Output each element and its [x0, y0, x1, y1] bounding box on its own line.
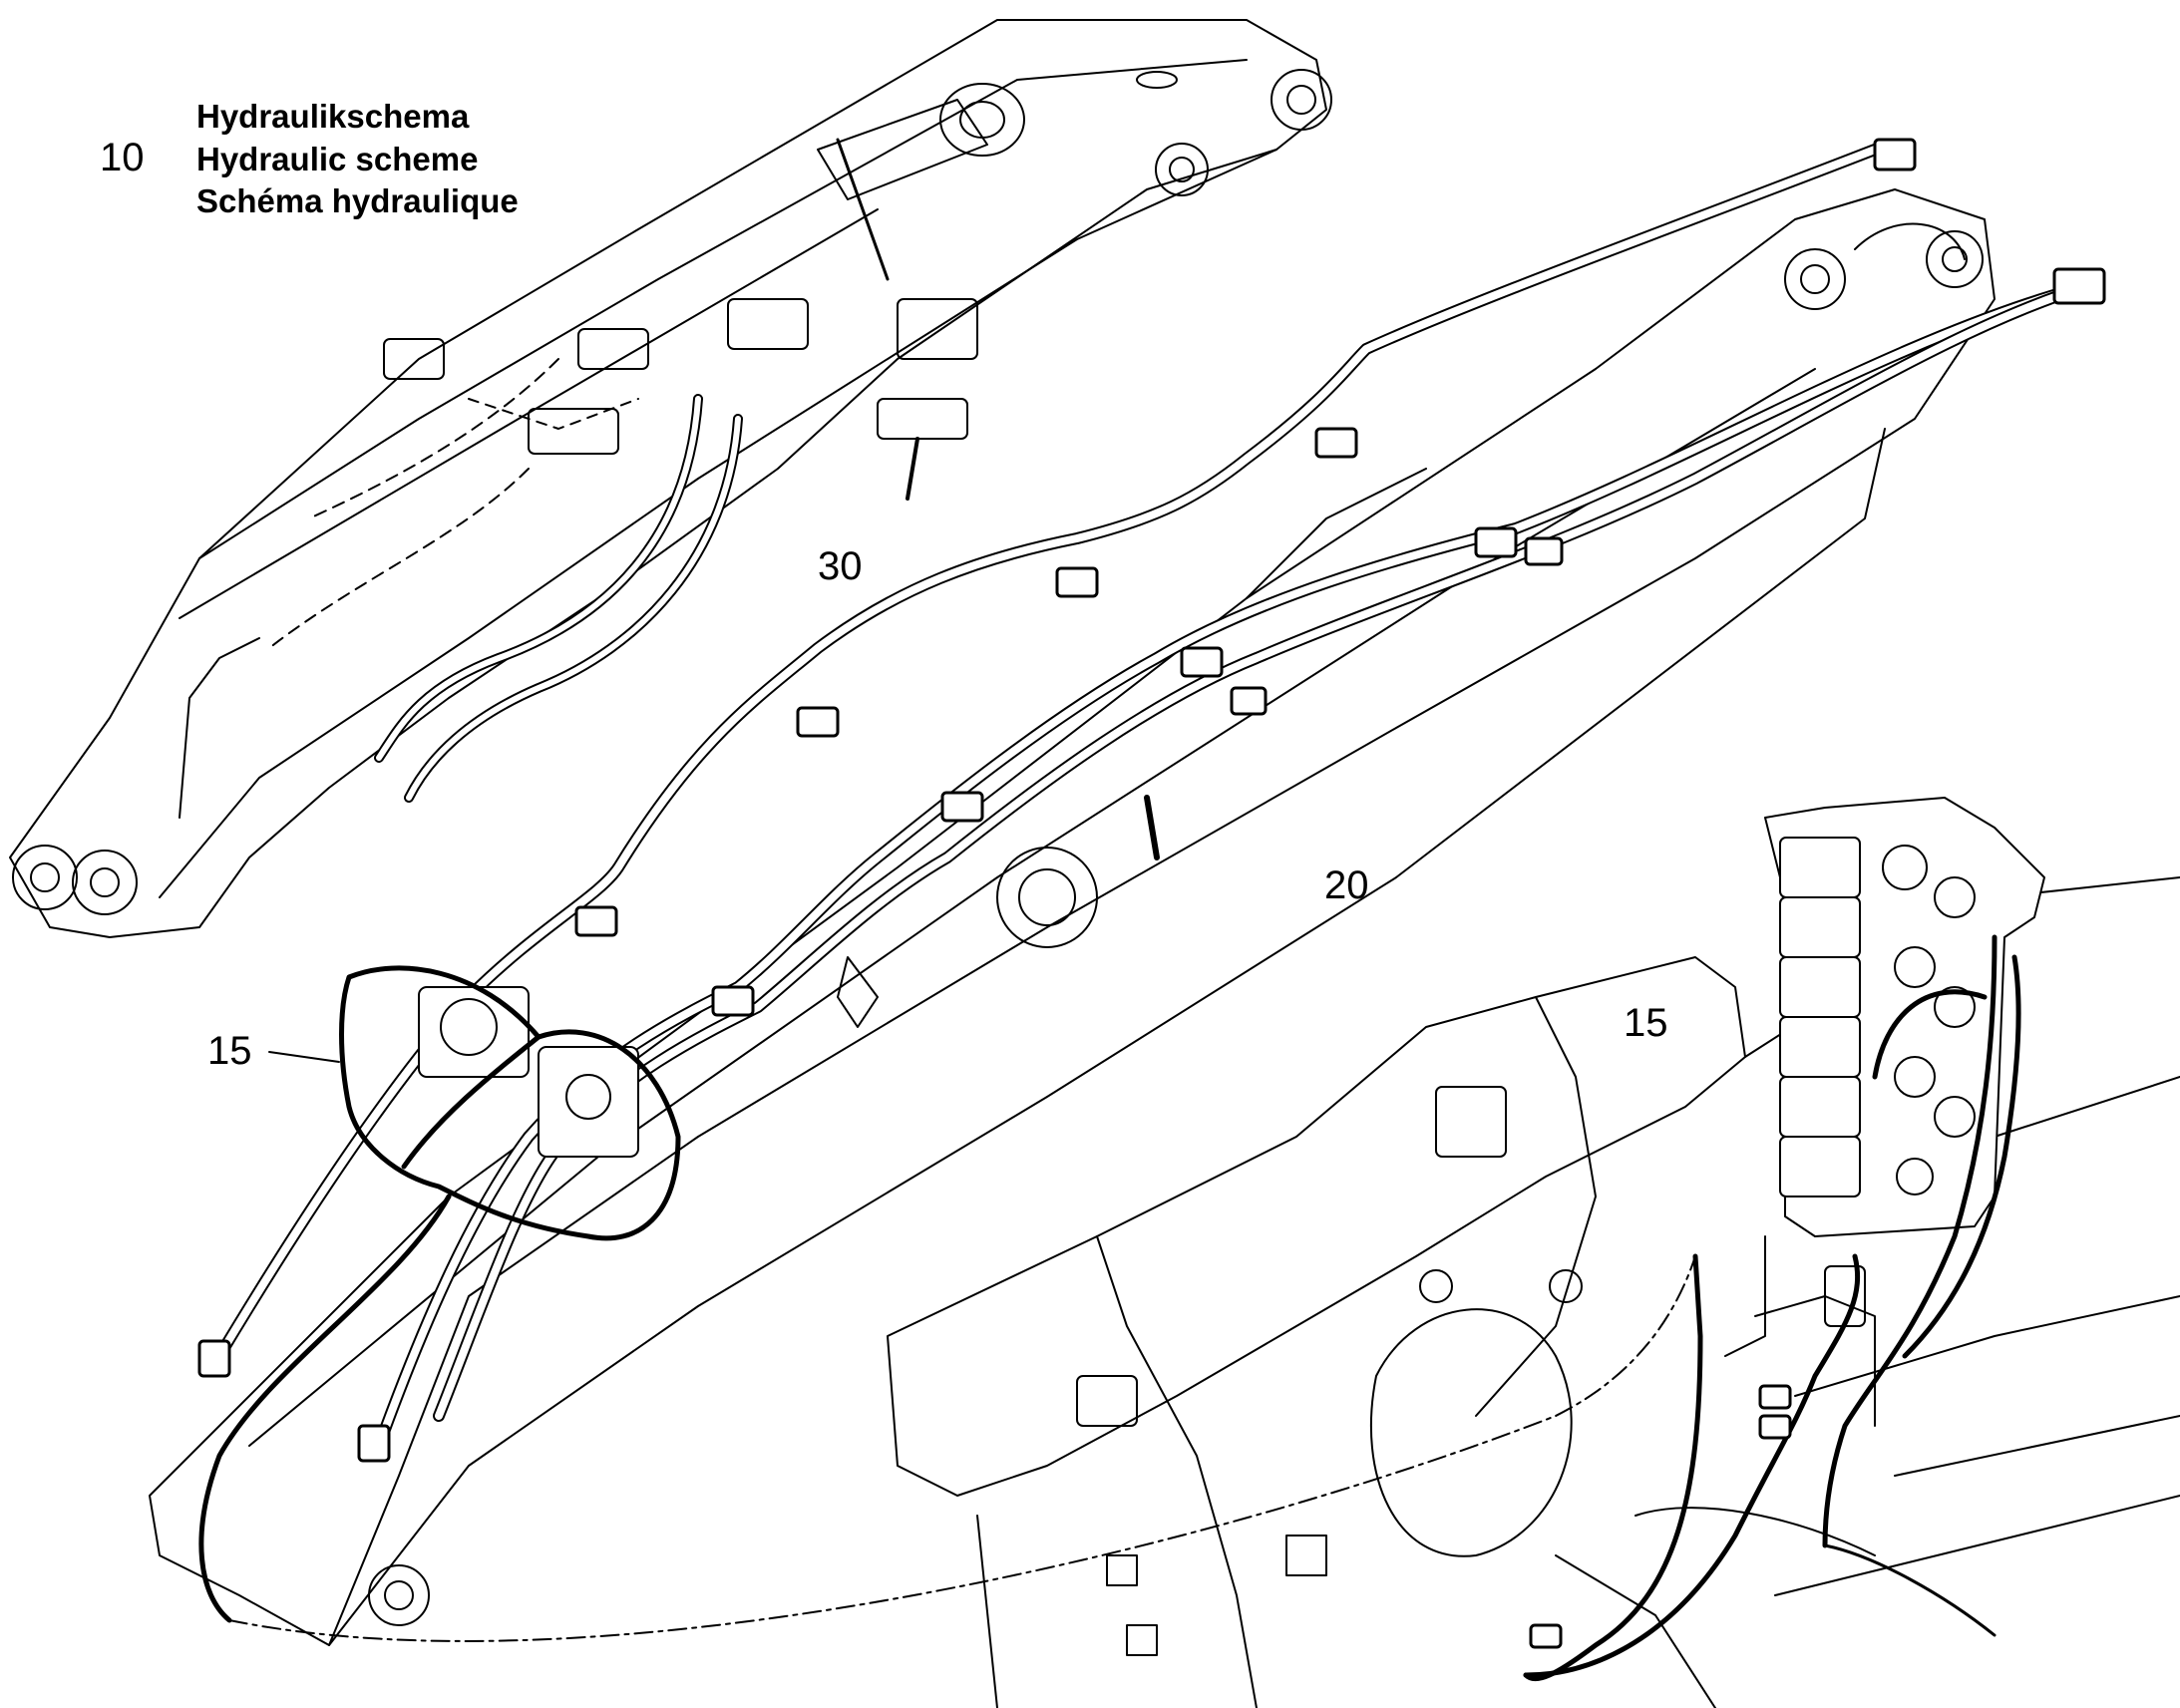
callout-15-boom: 15	[207, 1029, 252, 1073]
valve-hoses	[1523, 934, 2021, 1682]
control-valve-block	[1724, 797, 2045, 1427]
title-french: Schéma hydraulique	[196, 182, 519, 219]
callout-20: 20	[1324, 863, 1369, 907]
upper-boom	[9, 19, 1332, 938]
title-english: Hydraulic scheme	[196, 141, 479, 177]
main-boom	[149, 188, 1996, 1646]
boom-hoses	[197, 138, 2106, 1463]
boom-valve-detail	[198, 965, 1696, 1642]
figure-number: 10	[100, 136, 145, 179]
title-german: Hydraulikschema	[196, 98, 470, 135]
callout-30: 30	[818, 544, 863, 588]
callout-15-valve: 15	[1624, 1001, 1668, 1045]
